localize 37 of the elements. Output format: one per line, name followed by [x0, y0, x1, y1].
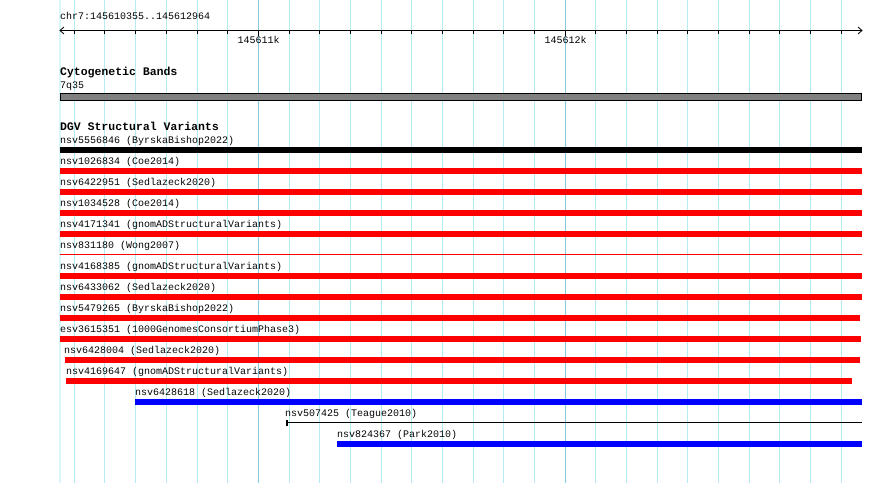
tick-label: 145611k: [238, 36, 280, 47]
variant-label: nsv831180 (Wong2007): [60, 241, 180, 252]
variant-label: nsv507425 (Teague2010): [285, 409, 418, 420]
band-label: 7q35: [60, 81, 84, 92]
variant-label: nsv6433062 (Sedlazeck2020): [60, 283, 216, 294]
variant-bar: [60, 231, 862, 237]
variant-bar: [65, 357, 860, 363]
variant-line: [286, 420, 862, 426]
track-title: DGV Structural Variants: [60, 122, 219, 134]
variant-bar: [60, 168, 862, 174]
variant-bar: [60, 210, 862, 216]
variant-label: nsv1026834 (Coe2014): [60, 157, 180, 168]
variant-label: nsv5556846 (ByrskaBishop2022): [60, 136, 234, 147]
cytoband-bar: [60, 92, 862, 100]
variant-bar: [60, 189, 862, 195]
variant-bar: [60, 294, 862, 300]
variant-bar: [60, 336, 861, 342]
variant-label: nsv4171341 (gnomADStructuralVariants): [60, 220, 282, 231]
variant-bar: [135, 399, 862, 405]
track-title: Cytogenetic Bands: [60, 67, 178, 79]
variant-label: nsv5479265 (ByrskaBishop2022): [60, 304, 234, 315]
variant-bar: [60, 147, 862, 153]
variant-bar: [66, 378, 852, 384]
variant-bar: [337, 441, 862, 447]
variant-line: [60, 254, 862, 255]
variant-bar: [60, 315, 860, 321]
variant-label: nsv6422951 (Sedlazeck2020): [60, 178, 216, 189]
location-label: chr7:145610355..145612964: [60, 12, 210, 23]
tick-label: 145612k: [544, 36, 586, 47]
variant-label: nsv6428618 (Sedlazeck2020): [135, 388, 292, 399]
variant-label: nsv824367 (Park2010): [337, 430, 458, 441]
variant-label: esv3615351 (1000GenomesConsortiumPhase3): [60, 325, 300, 336]
variant-label: nsv6428004 (Sedlazeck2020): [64, 346, 220, 357]
variant-label: nsv4168385 (gnomADStructuralVariants): [60, 262, 282, 273]
variant-label: nsv4169647 (gnomADStructuralVariants): [66, 367, 288, 378]
variant-bar: [60, 273, 862, 279]
variant-label: nsv1034528 (Coe2014): [60, 199, 180, 210]
